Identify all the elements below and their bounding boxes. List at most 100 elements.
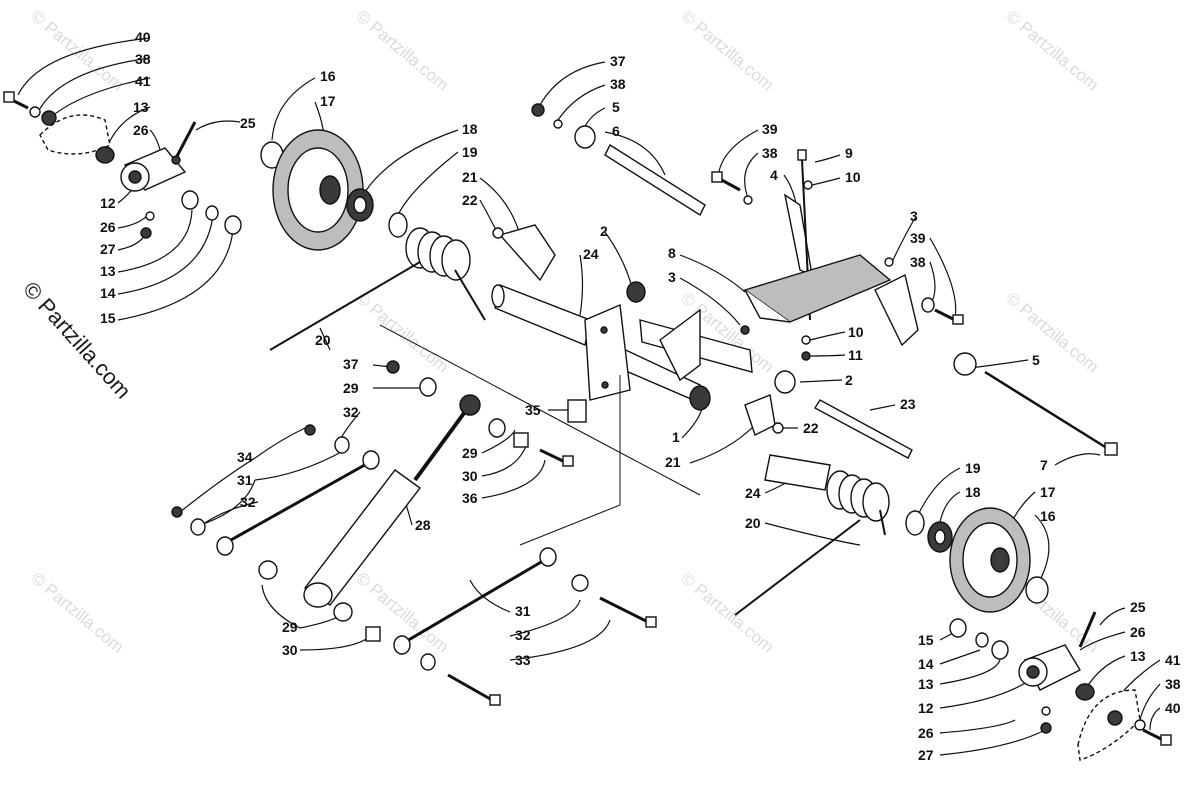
- part-number-label: 21: [665, 454, 681, 470]
- part-number-label: 14: [918, 656, 934, 672]
- part-number-label: 26: [133, 122, 149, 138]
- bushing-29-left: [258, 560, 278, 580]
- washer-14-left: [205, 205, 219, 221]
- bolt-7-head: [1104, 442, 1118, 456]
- part-number-label: 26: [918, 725, 934, 741]
- axle-cap-12-right: [1018, 644, 1081, 691]
- nut-3-b: [884, 257, 894, 267]
- bushing-13-left: [95, 146, 115, 164]
- bearing-18-right: [927, 521, 953, 553]
- bushing-13-right: [991, 640, 1009, 660]
- watermark: © Partzilla.com: [352, 289, 452, 377]
- part-number-label: 32: [343, 404, 359, 420]
- part-number-label: 37: [343, 356, 359, 372]
- part-number-label: 41: [135, 73, 151, 89]
- part-number-label: 38: [610, 76, 626, 92]
- bolt-36: [539, 448, 574, 467]
- bolt-40-right: [1142, 728, 1172, 746]
- part-number-label: 23: [900, 396, 916, 412]
- part-number-label: 17: [1040, 484, 1056, 500]
- part-number-label: 13: [133, 99, 149, 115]
- bolt-25-left: [173, 121, 197, 161]
- part-number-label: 24: [745, 485, 761, 501]
- snap-ring-19-right: [905, 510, 925, 536]
- part-number-label: 12: [100, 195, 116, 211]
- part-number-label: 13: [1130, 648, 1146, 664]
- spacer-30-mid: [513, 432, 529, 448]
- nut-3-a: [740, 325, 750, 335]
- bushing-29-lower: [333, 602, 353, 622]
- nut-41-left: [41, 110, 57, 126]
- tube-24-lower: [764, 454, 831, 491]
- part-number-label: 8: [668, 245, 676, 261]
- swing-arm-frame: [584, 303, 753, 411]
- part-number-label: 11: [848, 347, 863, 363]
- spacer-15-left: [224, 215, 242, 235]
- pivot-block-21-upper: [498, 224, 556, 282]
- bushing-29-mid: [488, 418, 506, 438]
- bolt-25-right: [1078, 611, 1097, 648]
- part-number-label: 14: [100, 285, 116, 301]
- watermark: © Partzilla.com: [1002, 7, 1102, 95]
- part-number-label: 13: [918, 676, 934, 692]
- spacer-35: [567, 399, 587, 423]
- spacer-16-right: [1025, 576, 1049, 604]
- shaft-24-upper: [491, 284, 591, 346]
- bolt-9-head: [797, 149, 807, 161]
- part-number-label: 31: [237, 472, 253, 488]
- washer-10-b: [801, 335, 811, 345]
- part-number-label: 30: [282, 642, 298, 658]
- pivot-block-21-lower: [744, 394, 776, 436]
- spacer-30-lower: [365, 626, 381, 642]
- bolt-40-left: [3, 91, 29, 110]
- bushing-22-upper: [492, 227, 504, 239]
- washer-26-right: [1041, 706, 1051, 716]
- part-number-label: 39: [910, 230, 926, 246]
- spacer-15-right: [949, 618, 967, 638]
- nut-34-lower: [171, 506, 183, 518]
- washer-38-left: [29, 106, 41, 118]
- part-number-label: 38: [910, 254, 926, 270]
- nut-37-top: [531, 103, 545, 117]
- leader-lines: [17, 37, 1161, 756]
- part-number-label: 38: [1165, 676, 1181, 692]
- washer-38-top: [553, 119, 563, 129]
- bolt-39-top: [711, 171, 741, 192]
- spring-20-left: [269, 227, 486, 351]
- bushing-13-left-b: [181, 190, 199, 210]
- part-number-label: 35: [525, 402, 541, 418]
- watermark: © Partzilla.com: [1002, 289, 1102, 377]
- nut-41-right: [1107, 710, 1123, 726]
- washer-10-top: [803, 180, 813, 190]
- part-number-label: 5: [1032, 352, 1040, 368]
- plate-right: [1077, 689, 1141, 761]
- part-number-label: 3: [910, 208, 918, 224]
- part-number-label: 32: [515, 627, 531, 643]
- part-number-label: 2: [600, 223, 608, 239]
- part-number-label: 22: [462, 192, 478, 208]
- part-number-label: 19: [965, 460, 981, 476]
- bolt-33-right: [599, 596, 657, 628]
- bushing-22-lower: [772, 422, 784, 434]
- part-number-label: 25: [1130, 599, 1146, 615]
- axle-cap-12-left: [120, 147, 187, 192]
- nut-27-right: [1040, 722, 1052, 734]
- watermark: © Partzilla.com: [27, 7, 127, 95]
- plate-left: [39, 114, 111, 155]
- part-number-label: 5: [612, 99, 620, 115]
- part-number-label: 19: [462, 144, 478, 160]
- rod-6-top: [604, 143, 706, 217]
- part-number-label: 13: [100, 263, 116, 279]
- part-number-label: 27: [918, 747, 934, 763]
- washer-38-top-b: [743, 195, 753, 205]
- washer-26-left-top: [171, 155, 181, 165]
- part-number-label: 40: [135, 29, 151, 45]
- bushing-5-right: [953, 352, 977, 376]
- shock-absorber-28: [303, 394, 481, 608]
- bolt-39-right: [934, 308, 964, 325]
- part-number-label: 29: [282, 619, 298, 635]
- nut-37-left: [386, 360, 400, 374]
- part-number-label: 33: [515, 652, 531, 668]
- watermark: © Partzilla.com: [677, 569, 777, 657]
